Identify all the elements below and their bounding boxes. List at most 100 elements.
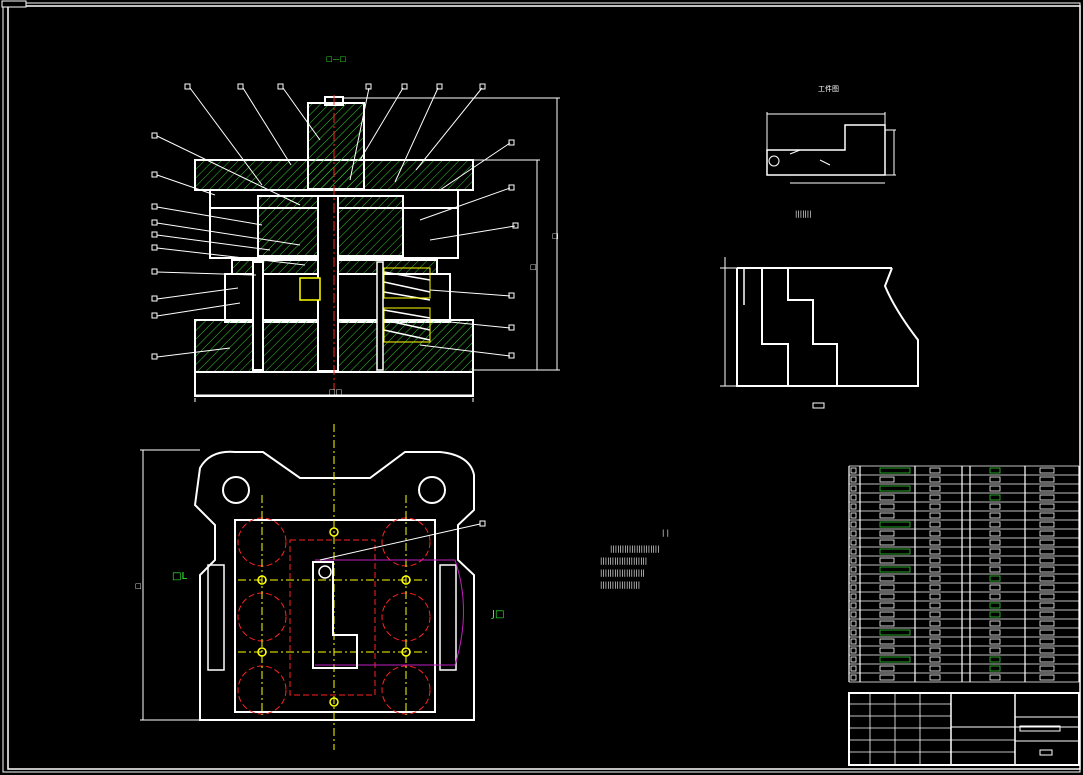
workpiece-title: 工件图 xyxy=(818,84,839,93)
bom-cell-mark xyxy=(850,620,857,627)
bom-cell-mark xyxy=(989,602,1001,609)
section-title: □—□ xyxy=(326,55,346,63)
plan-right-marker: J□ xyxy=(491,609,504,620)
bom-cell-mark xyxy=(929,566,941,573)
corner-tab[interactable] xyxy=(1,0,27,8)
bom-cell-mark xyxy=(989,530,1001,537)
bom-cell-mark xyxy=(879,584,895,591)
bom-cell-mark xyxy=(1039,665,1055,672)
bom-cell-mark xyxy=(929,548,941,555)
bom-cell-mark xyxy=(850,494,857,501)
bom-cell-mark xyxy=(879,485,911,492)
bom-cell-mark xyxy=(929,611,941,618)
bom-cell-mark xyxy=(989,512,1001,519)
bom-cell-mark xyxy=(1039,611,1055,618)
bom-cell-mark xyxy=(989,593,1001,600)
bom-cell-mark xyxy=(989,620,1001,627)
notes-line-1: ||||||||||||||||||||| xyxy=(610,545,660,553)
bom-cell-mark xyxy=(989,575,1001,582)
bom-cell-mark xyxy=(850,647,857,654)
bom-cell-mark xyxy=(989,539,1001,546)
bom-cell-mark xyxy=(989,566,1001,573)
workpiece-note: ||||||| xyxy=(795,210,812,218)
bom-cell-mark xyxy=(929,476,941,483)
bom-cell-mark xyxy=(879,467,911,474)
bom-cell-mark xyxy=(879,476,895,483)
bom-cell-mark xyxy=(929,665,941,672)
dim-height-b: □ xyxy=(530,263,537,271)
bom-cell-mark xyxy=(929,602,941,609)
bom-cell-mark xyxy=(850,512,857,519)
bom-cell-mark xyxy=(1039,566,1055,573)
bom-cell-mark xyxy=(1039,647,1055,654)
bom-cell-mark xyxy=(929,575,941,582)
bom-cell-mark xyxy=(929,512,941,519)
bom-cell-mark xyxy=(989,584,1001,591)
bom-cell-mark xyxy=(989,611,1001,618)
workpiece-view: 工件图 ||||||| xyxy=(766,84,896,218)
title-block xyxy=(848,692,1080,766)
bom-cell-mark xyxy=(850,629,857,636)
bom-cell-mark xyxy=(929,521,941,528)
bom-cell-mark xyxy=(850,557,857,564)
bom-cell-mark xyxy=(850,521,857,528)
detail-view xyxy=(720,257,919,409)
bom-cell-mark xyxy=(850,584,857,591)
bom-cell-mark xyxy=(1039,674,1055,681)
bom-cell-mark xyxy=(1039,512,1055,519)
bom-cell-mark xyxy=(929,494,941,501)
section-view: □—□ xyxy=(151,55,560,402)
notes-line-4: ||||||||||||||||| xyxy=(600,581,640,589)
bom-cell-mark xyxy=(929,485,941,492)
bom-cell-mark xyxy=(989,476,1001,483)
bom-cell-mark xyxy=(929,557,941,564)
bom-cell-mark xyxy=(879,503,895,510)
bom-cell-mark xyxy=(989,494,1001,501)
bom-cell-mark xyxy=(879,566,911,573)
bom-cell-mark xyxy=(879,602,895,609)
bom-cell-mark xyxy=(879,512,895,519)
detail-scale-box xyxy=(812,402,825,409)
bom-cell-mark xyxy=(879,521,911,528)
bom-cell-mark xyxy=(929,584,941,591)
bom-cell-mark xyxy=(1039,638,1055,645)
bom-cell-mark xyxy=(1039,656,1055,663)
bom-cell-mark xyxy=(1039,476,1055,483)
bom-cell-mark xyxy=(989,557,1001,564)
bom-cell-mark xyxy=(850,575,857,582)
bom-cell-mark xyxy=(929,530,941,537)
bom-cell-mark xyxy=(989,674,1001,681)
bom-cell-mark xyxy=(879,629,911,636)
bom-cell-mark xyxy=(1039,485,1055,492)
bom-cell-mark xyxy=(879,548,911,555)
bom-cell-mark xyxy=(850,566,857,573)
plan-view: □ □L J□ xyxy=(135,424,504,750)
bom-cell-mark xyxy=(1039,530,1055,537)
bom-cell-mark xyxy=(879,539,895,546)
bom-cell-mark xyxy=(929,503,941,510)
bom-cell-mark xyxy=(989,647,1001,654)
bom-cell-mark xyxy=(989,485,1001,492)
bom-cell-mark xyxy=(850,485,857,492)
bom-cell-mark xyxy=(879,674,895,681)
bom-cell-mark xyxy=(1039,557,1055,564)
bom-cell-mark xyxy=(1039,593,1055,600)
bom-cell-mark xyxy=(879,557,895,564)
bom-cell-mark xyxy=(850,638,857,645)
bom-cell-mark xyxy=(879,593,895,600)
bom-cell-mark xyxy=(929,467,941,474)
bom-cell-mark xyxy=(850,674,857,681)
bom-cell-mark xyxy=(929,620,941,627)
bom-cell-mark xyxy=(1039,620,1055,627)
dim-height-a: □ xyxy=(552,232,559,240)
bom-cell-mark xyxy=(850,611,857,618)
bom-cell-mark xyxy=(850,656,857,663)
bom-table xyxy=(848,465,1080,683)
bom-cell-mark xyxy=(1039,548,1055,555)
bom-cell-mark xyxy=(929,539,941,546)
notes-line-3: ||||||||||||||||||| xyxy=(600,569,645,577)
bom-cell-mark xyxy=(850,548,857,555)
bom-cell-mark xyxy=(1039,584,1055,591)
bom-cell-mark xyxy=(1039,494,1055,501)
